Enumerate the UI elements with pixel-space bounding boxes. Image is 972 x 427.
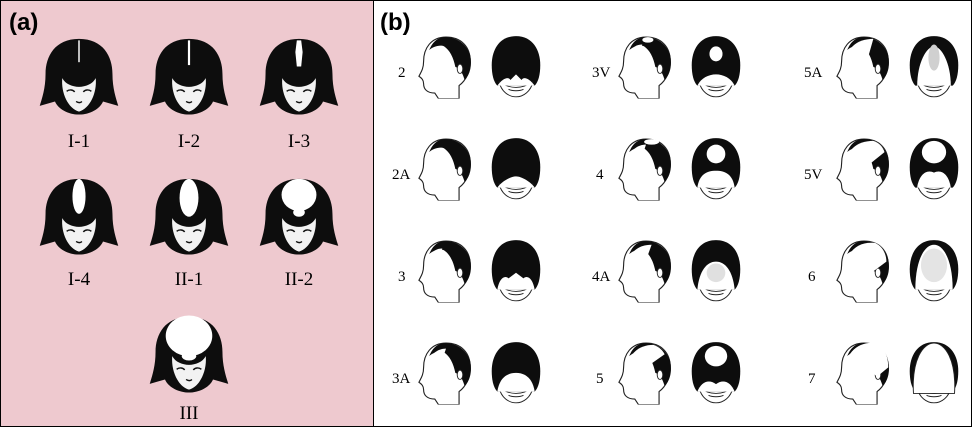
female-head-stage-i-2 <box>149 23 229 129</box>
male-profile-stage-5v <box>836 133 892 203</box>
male-top-stage-3a <box>488 337 544 407</box>
male-profile-stage-3 <box>418 235 474 305</box>
panel-b-norwood-scale: (b) 2 2A 3 3A 3V 4 4A 5 5A 5V <box>374 1 971 426</box>
female-head-stage-i-1 <box>39 23 119 129</box>
female-head-stage-i-3 <box>259 23 339 129</box>
stage-label-ii-1: II-1 <box>149 269 229 291</box>
female-head-stage-ii-2 <box>259 163 339 269</box>
male-top-stage-6 <box>906 235 962 305</box>
male-profile-stage-3a <box>418 337 474 407</box>
male-profile-stage-5 <box>618 337 674 407</box>
male-profile-stage-2 <box>418 31 474 101</box>
female-head-stage-i-4 <box>39 163 119 269</box>
panel-b-label: (b) <box>380 9 411 37</box>
male-profile-stage-6 <box>836 235 892 305</box>
male-profile-stage-3v <box>618 31 674 101</box>
female-head-stage-ii-1 <box>149 163 229 269</box>
male-top-stage-5v <box>906 133 962 203</box>
stage-label-ii-2: II-2 <box>259 269 339 291</box>
male-profile-stage-5a <box>836 31 892 101</box>
male-top-stage-4a <box>688 235 744 305</box>
male-top-stage-7 <box>906 337 962 407</box>
male-top-stage-3v <box>688 31 744 101</box>
male-top-stage-3 <box>488 235 544 305</box>
stage-label-i-3: I-3 <box>259 131 339 153</box>
male-profile-stage-4 <box>618 133 674 203</box>
male-top-stage-2a <box>488 133 544 203</box>
stage-label-i-2: I-2 <box>149 131 229 153</box>
panel-a-ludwig-scale: (a) I-1 I-2 I-3 I-4 II-1 II-2 III <box>1 1 374 426</box>
stage-label-i-4: I-4 <box>39 269 119 291</box>
male-profile-stage-2a <box>418 133 474 203</box>
male-profile-stage-4a <box>618 235 674 305</box>
stage-label-iii: III <box>149 403 229 425</box>
male-top-stage-5a <box>906 31 962 101</box>
male-top-stage-2 <box>488 31 544 101</box>
male-top-stage-5 <box>688 337 744 407</box>
female-head-stage-iii <box>149 301 229 407</box>
male-profile-stage-7 <box>836 337 892 407</box>
stage-label-i-1: I-1 <box>39 131 119 153</box>
male-top-stage-4 <box>688 133 744 203</box>
panel-a-label: (a) <box>9 9 38 37</box>
